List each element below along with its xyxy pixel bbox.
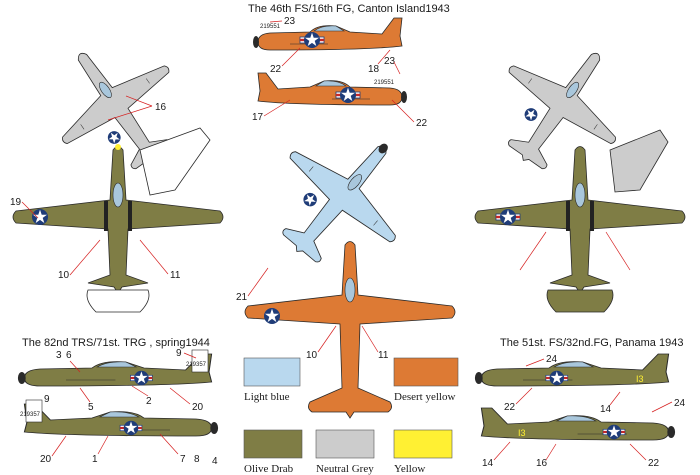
left-white-tail-piece [139, 127, 211, 196]
callout-16: 16 [155, 102, 167, 113]
right-olive-top-view [474, 146, 686, 294]
callout-21: 21 [236, 292, 248, 303]
label-light-blue: Light blue [244, 391, 290, 403]
serial-trs-upper: 219357 [186, 362, 207, 368]
swatch-desert-yellow [393, 357, 459, 387]
left-olive-top-view [12, 144, 224, 294]
callout-14a: 14 [600, 404, 612, 415]
left-white-tail-planform [86, 289, 150, 313]
callout-8: 8 [194, 454, 200, 465]
callout-16b: 16 [536, 458, 548, 469]
callout-10c: 10 [306, 350, 318, 361]
label-yellow: Yellow [394, 463, 425, 475]
serial-trs-lower: 219357 [20, 412, 41, 418]
canton-side-view-lower [257, 72, 408, 106]
swatch-neutral-grey [315, 429, 375, 459]
trs-side-view-lower [23, 403, 219, 437]
callout-24a: 24 [546, 354, 558, 365]
callout-23a: 23 [284, 16, 296, 27]
callout-22b: 22 [416, 118, 428, 129]
callout-22c: 22 [504, 402, 516, 413]
callout-7: 7 [180, 454, 186, 465]
callout-11c: 11 [378, 350, 389, 361]
callout-20a: 20 [192, 402, 204, 413]
serial-panama-upper: I3 [636, 374, 644, 384]
callout-9a: 9 [176, 348, 182, 359]
callout-24b: 24 [674, 398, 686, 409]
caption-trs: The 82nd TRS/71st. TRG , spring1944 [22, 337, 210, 349]
colour-legend: Light blue Desert yellow Olive Drab Neut… [243, 357, 459, 475]
callout-5: 5 [88, 402, 94, 413]
serial-canton-lower: 219551 [374, 80, 395, 86]
callout-22d: 22 [648, 458, 660, 469]
right-olive-tail-planform [546, 289, 614, 313]
center-blue-underside-view [244, 103, 437, 296]
callout-10: 10 [58, 270, 70, 281]
trs-side-view-upper [17, 353, 213, 387]
callout-17: 17 [252, 112, 264, 123]
callout-6: 6 [66, 350, 72, 361]
callout-20b: 20 [40, 454, 52, 465]
callout-3: 3 [56, 350, 62, 361]
callout-19: 19 [10, 197, 22, 208]
callout-11: 11 [170, 270, 181, 281]
trs-white-tail-upper [191, 349, 209, 373]
label-desert-yellow: Desert yellow [394, 391, 455, 403]
label-neutral-grey: Neutral Grey [316, 463, 374, 475]
label-olive-drab: Olive Drab [244, 463, 294, 475]
canton-side-view-upper: 219551 [252, 17, 403, 51]
callout-4: 4 [212, 456, 218, 467]
center-desert-top-view [244, 241, 456, 419]
callout-18: 18 [368, 64, 380, 75]
callout-1: 1 [92, 454, 98, 465]
swatch-yellow [393, 429, 453, 459]
serial-panama-lower: I3 [518, 428, 526, 438]
right-tail-piece [609, 129, 669, 193]
callout-22a: 22 [270, 64, 282, 75]
trs-white-tail-lower [25, 399, 43, 423]
swatch-light-blue [243, 357, 301, 387]
callout-2: 2 [146, 396, 152, 407]
caption-canton: The 46th FS/16th FG, Canton Island1943 [248, 3, 450, 15]
swatch-olive-drab [243, 429, 303, 459]
caption-panama: The 51st. FS/32nd.FG, Panama 1943 [500, 337, 683, 349]
callout-9b: 9 [44, 394, 50, 405]
serial-canton-upper: 219551 [260, 24, 281, 30]
callout-14b: 14 [482, 458, 494, 469]
callout-23b: 23 [384, 56, 396, 67]
